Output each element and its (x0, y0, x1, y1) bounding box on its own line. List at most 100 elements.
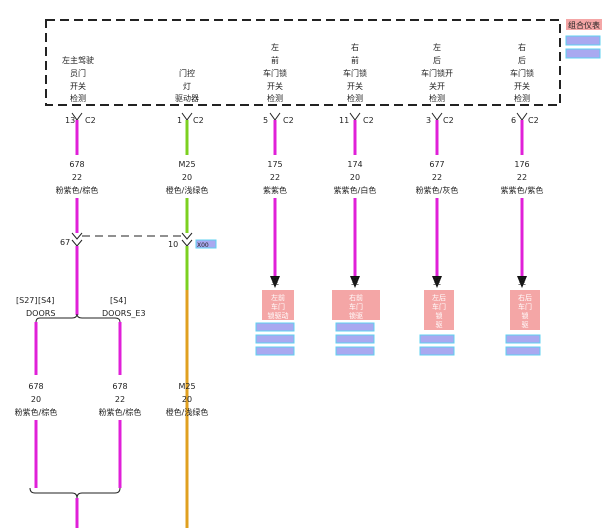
wire-gauge-3: 22 (270, 173, 280, 182)
col3-line-4: 检测 (267, 93, 283, 103)
target-2-line-2: 锁驱 (349, 311, 363, 320)
col1-line-3: 检测 (70, 93, 86, 103)
col5-line-4: 检测 (429, 93, 445, 103)
lower-wire-gauge-2: 22 (115, 395, 125, 404)
wire-code-3: 175 (267, 160, 282, 169)
col1-line-1: 员门 (70, 68, 86, 78)
wire-gauge-5: 22 (432, 173, 442, 182)
branch-right-0: [S4] (110, 296, 126, 305)
col2-line-0: 门控 (179, 68, 195, 78)
wire-code-1: 678 (69, 160, 84, 169)
col6-line-2: 车门锁 (510, 68, 534, 78)
pin-conn-1: C2 (85, 116, 96, 125)
target-head-4: 至 (518, 277, 526, 286)
arrow-down-icon (350, 276, 360, 288)
target-1-line-2: 锁驱动 (268, 311, 289, 320)
pin-num-3: 5 (263, 116, 268, 125)
wire-code-2: M25 (178, 160, 195, 169)
col6-line-3: 开关 (514, 81, 530, 91)
lower-wire-color-1: 粉紫色/棕色 (15, 407, 58, 417)
arrow-down-icon (517, 276, 527, 288)
lower-wire-code-2: 678 (112, 382, 127, 391)
target-box-2[interactable] (332, 290, 380, 320)
target-tag-2b[interactable] (335, 334, 375, 344)
wire-code-4: 174 (347, 160, 362, 169)
target-tag-1a[interactable] (255, 322, 295, 332)
col6-line-0: 右 (518, 42, 526, 52)
target-tag-3a[interactable] (419, 334, 455, 344)
target-tag-2a[interactable] (335, 322, 375, 332)
target-tag-3b[interactable] (419, 346, 455, 356)
col3-line-3: 开关 (267, 81, 283, 91)
col3-line-1: 前 (271, 55, 279, 65)
target-head-3: 至 (433, 277, 441, 286)
arrow-down-icon (270, 276, 280, 288)
col6-line-4: 检测 (514, 93, 530, 103)
wire-color-4: 紫紫色/白色 (334, 185, 377, 195)
target-1-line-1: 车门 (271, 302, 285, 311)
col3-line-0: 左 (271, 42, 279, 52)
module-tag-2[interactable] (565, 48, 601, 59)
wire-code-5: 677 (429, 160, 444, 169)
lower-wire-gauge-1: 20 (31, 395, 41, 404)
col2-line-2: 驱动器 (175, 93, 199, 103)
target-2-line-1: 车门 (349, 302, 363, 311)
pin-conn-3: C2 (283, 116, 294, 125)
splice-label-1: 67 (60, 238, 70, 247)
merge-brace (29, 487, 121, 499)
wire-color-3: 紫紫色 (263, 185, 287, 195)
col4-line-1: 前 (351, 55, 359, 65)
col6-line-1: 后 (518, 55, 526, 65)
target-box-4[interactable] (510, 290, 540, 330)
target-4-line-2: 锁 (522, 311, 529, 320)
module-box (45, 19, 561, 106)
target-tag-4a[interactable] (505, 334, 541, 344)
split-brace (35, 313, 121, 323)
pin-conn-2: C2 (193, 116, 204, 125)
target-4-line-3: 驱 (522, 321, 529, 329)
lower-wire-color-3: 橙色/浅绿色 (166, 407, 209, 417)
pin-num-4: 11 (339, 116, 349, 125)
splice-tag[interactable] (195, 239, 217, 249)
col5-line-1: 后 (433, 55, 441, 65)
target-tag-2c[interactable] (335, 346, 375, 356)
col5-line-3: 关开 (429, 81, 445, 91)
col4-line-4: 检测 (347, 93, 363, 103)
wire-code-6: 176 (514, 160, 529, 169)
target-box-1[interactable] (262, 290, 294, 320)
lower-wire-code-1: 678 (28, 382, 43, 391)
module-tag-1[interactable] (565, 35, 601, 46)
target-head-1: 至 (271, 277, 279, 286)
splice-fork-2 (181, 232, 193, 240)
target-tag-1b[interactable] (255, 334, 295, 344)
branch-right-1: DOORS_E3 (102, 309, 146, 318)
target-tag-4b[interactable] (505, 346, 541, 356)
splice-label-2: 10 (168, 240, 178, 249)
target-box-3[interactable] (424, 290, 454, 330)
target-head-2: 至 (351, 277, 359, 286)
pin-fork-3 (269, 112, 281, 121)
col5-line-2: 车门锁开 (421, 68, 453, 78)
target-3-line-3: 驱 (436, 321, 443, 329)
pin-fork-2 (181, 112, 193, 121)
wire-gauge-4: 20 (350, 173, 360, 182)
pin-fork-6 (516, 112, 528, 121)
wire-color-2: 橙色/浅绿色 (166, 185, 209, 195)
branch-left-2: DOORS (26, 309, 55, 318)
target-2-line-0: 右前 (349, 293, 363, 302)
module-title-tag[interactable] (566, 19, 602, 30)
branch-left-0: [S27] (16, 296, 38, 305)
wire-gauge-6: 22 (517, 173, 527, 182)
col1-line-0: 左主驾驶 (62, 55, 94, 65)
target-4-line-0: 右后 (518, 293, 532, 302)
lower-wire-gauge-3: 20 (182, 395, 192, 404)
col4-line-0: 右 (351, 42, 359, 52)
target-3-line-1: 车门 (432, 302, 446, 311)
wire-gauge-1: 22 (72, 173, 82, 182)
lower-wire-code-3: M25 (178, 382, 195, 391)
target-3-line-2: 锁 (436, 311, 443, 320)
target-tag-1c[interactable] (255, 346, 295, 356)
pin-conn-5: C2 (443, 116, 454, 125)
col1-line-2: 开关 (70, 81, 86, 91)
